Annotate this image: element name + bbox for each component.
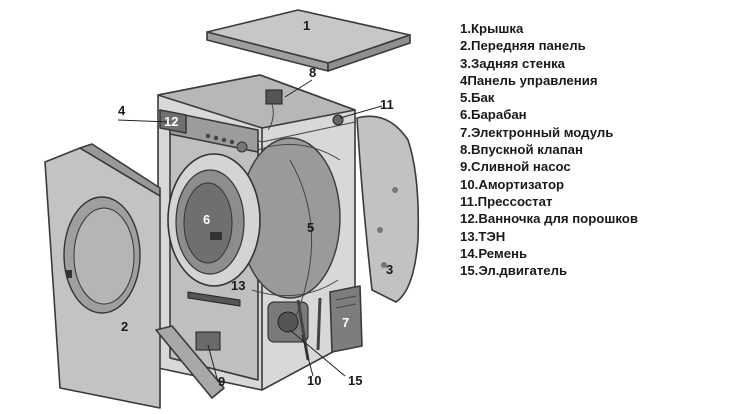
legend-item: 7.Электронный модуль bbox=[460, 124, 614, 140]
callout-4: 4 bbox=[118, 103, 126, 118]
legend-item: 4Панель управления bbox=[460, 72, 598, 88]
belt-part bbox=[289, 159, 313, 317]
legend-item: 13.ТЭН bbox=[460, 228, 506, 244]
callout-3: 3 bbox=[386, 262, 393, 277]
callout-2: 2 bbox=[121, 319, 128, 334]
legend-item: 6.Барабан bbox=[460, 107, 527, 123]
legend-item: 9.Сливной насос bbox=[460, 159, 571, 175]
callout-11: 11 bbox=[380, 97, 394, 112]
callout-15: 15 bbox=[348, 373, 362, 388]
back-wall-part bbox=[356, 115, 420, 303]
legend-item: 14.Ремень bbox=[460, 245, 528, 261]
callout-12: 12 bbox=[164, 114, 178, 129]
callout-9: 9 bbox=[218, 374, 225, 389]
leader-lines bbox=[117, 79, 383, 383]
electronic-module-part bbox=[329, 285, 363, 353]
legend-item: 1.Крышка bbox=[460, 21, 524, 36]
drain-pump-part bbox=[195, 331, 221, 351]
washing-machine-exploded-diagram: 1 2 3 4 5 6 7 8 9 10 11 12 13 15 bbox=[44, 9, 420, 409]
parts-legend: 1.Крышка 2.Передняя панель 3.Задняя стен… bbox=[460, 20, 745, 279]
callout-10: 10 bbox=[307, 373, 321, 388]
front-panel-part bbox=[44, 143, 161, 409]
plinth-strip-part bbox=[155, 325, 225, 399]
callout-6: 6 bbox=[203, 212, 210, 227]
inlet-valve-part bbox=[265, 89, 283, 131]
legend-item: 11.Прессостат bbox=[460, 193, 553, 209]
callout-5: 5 bbox=[307, 220, 314, 235]
legend-item: 5.Бак bbox=[460, 90, 495, 106]
callout-1: 1 bbox=[303, 18, 310, 33]
callout-13: 13 bbox=[231, 278, 245, 293]
legend-item: 8.Впускной клапан bbox=[460, 142, 583, 158]
legend-item: 15.Эл.двигатель bbox=[460, 263, 568, 279]
legend-item: 10.Амортизатор bbox=[460, 176, 565, 192]
lid-part bbox=[206, 9, 411, 72]
legend-item: 2.Передняя панель bbox=[460, 38, 586, 54]
drum-part bbox=[167, 153, 261, 287]
callout-7: 7 bbox=[342, 315, 349, 330]
pressure-switch-part bbox=[332, 114, 344, 126]
legend-item: 12.Ванночка для порошков bbox=[460, 211, 638, 227]
callout-8: 8 bbox=[309, 65, 316, 80]
legend-item: 3.Задняя стенка bbox=[460, 55, 566, 71]
heater-part bbox=[187, 291, 241, 307]
